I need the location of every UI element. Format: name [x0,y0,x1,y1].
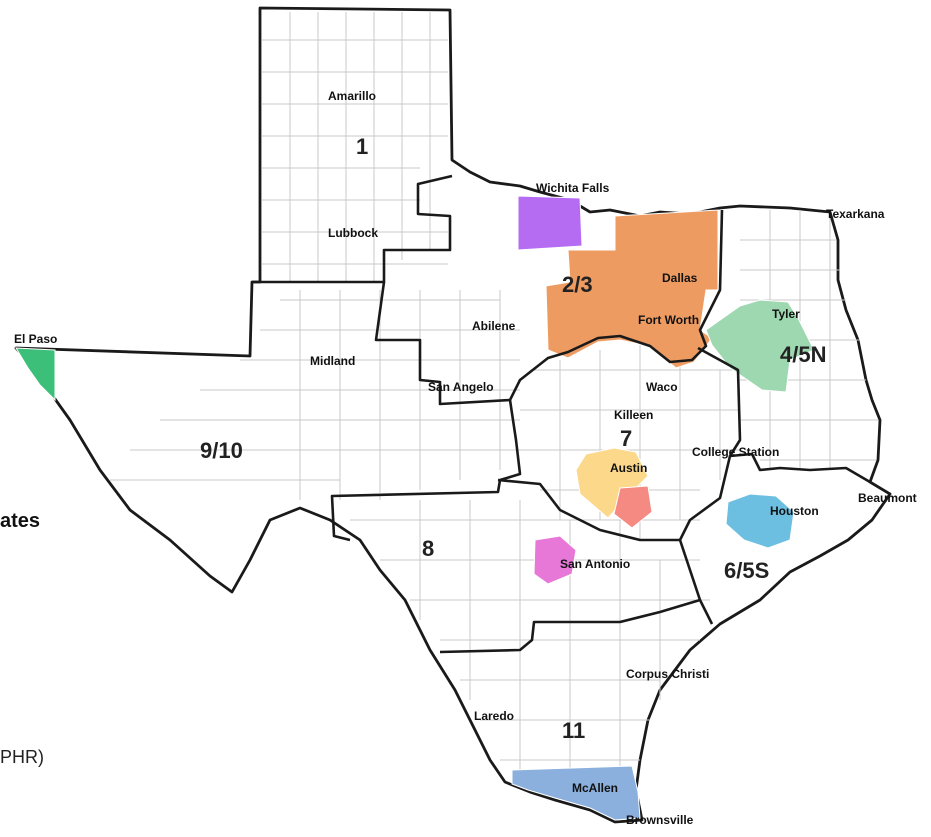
city-label-college-station: College Station [692,445,779,459]
city-label-el-paso: El Paso [14,332,57,346]
city-label-austin: Austin [610,461,647,475]
region-label-7: 7 [620,426,632,451]
region-label-8: 8 [422,536,434,561]
city-label-tyler: Tyler [772,307,800,321]
region-label-6-5s: 6/5S [724,558,769,583]
san-antonio-area [533,535,577,585]
region-label-4-5n: 4/5N [780,342,826,367]
highlighted-areas [15,195,815,821]
city-label-beaumont: Beaumont [858,491,917,505]
region-label-9-10: 9/10 [200,438,243,463]
city-label-corpus-christi: Corpus Christi [626,667,709,681]
el-paso-area [15,347,56,402]
region-label-11: 11 [562,718,585,743]
texas-outline [14,6,892,824]
mcallen-brownsville-area [511,765,641,821]
houston-area [725,493,795,549]
austin-south-area [613,485,653,529]
city-label-houston: Houston [770,504,819,518]
cutoff-footer-text: PHR) [0,747,44,767]
city-label-san-antonio: San Antonio [560,557,630,571]
city-label-killeen: Killeen [614,408,653,422]
city-label-abilene: Abilene [472,319,516,333]
region-borders [252,174,871,654]
dallas-fort-worth-area [545,209,719,369]
region-label-2-3: 2/3 [562,272,593,297]
city-label-mcallen: McAllen [572,781,618,795]
region-labels: 1 2/3 4/5N 9/10 7 8 6/5S 11 [200,134,826,743]
city-labels: Amarillo Lubbock Wichita Falls Texarkana… [14,89,917,827]
city-label-dallas: Dallas [662,271,698,285]
city-label-brownsville: Brownsville [626,813,694,827]
cutoff-heading-text: ates [0,510,41,532]
city-label-midland: Midland [310,354,355,368]
city-label-texarkana: Texarkana [826,207,885,221]
city-label-waco: Waco [646,380,678,394]
city-label-fort-worth: Fort Worth [638,313,699,327]
region-label-1: 1 [356,134,368,159]
wichita-falls-area [517,195,583,251]
city-label-amarillo: Amarillo [328,89,376,103]
city-label-san-angelo: San Angelo [428,380,494,394]
city-label-laredo: Laredo [474,709,514,723]
city-label-wichita-falls: Wichita Falls [536,181,610,195]
city-label-lubbock: Lubbock [328,226,378,240]
